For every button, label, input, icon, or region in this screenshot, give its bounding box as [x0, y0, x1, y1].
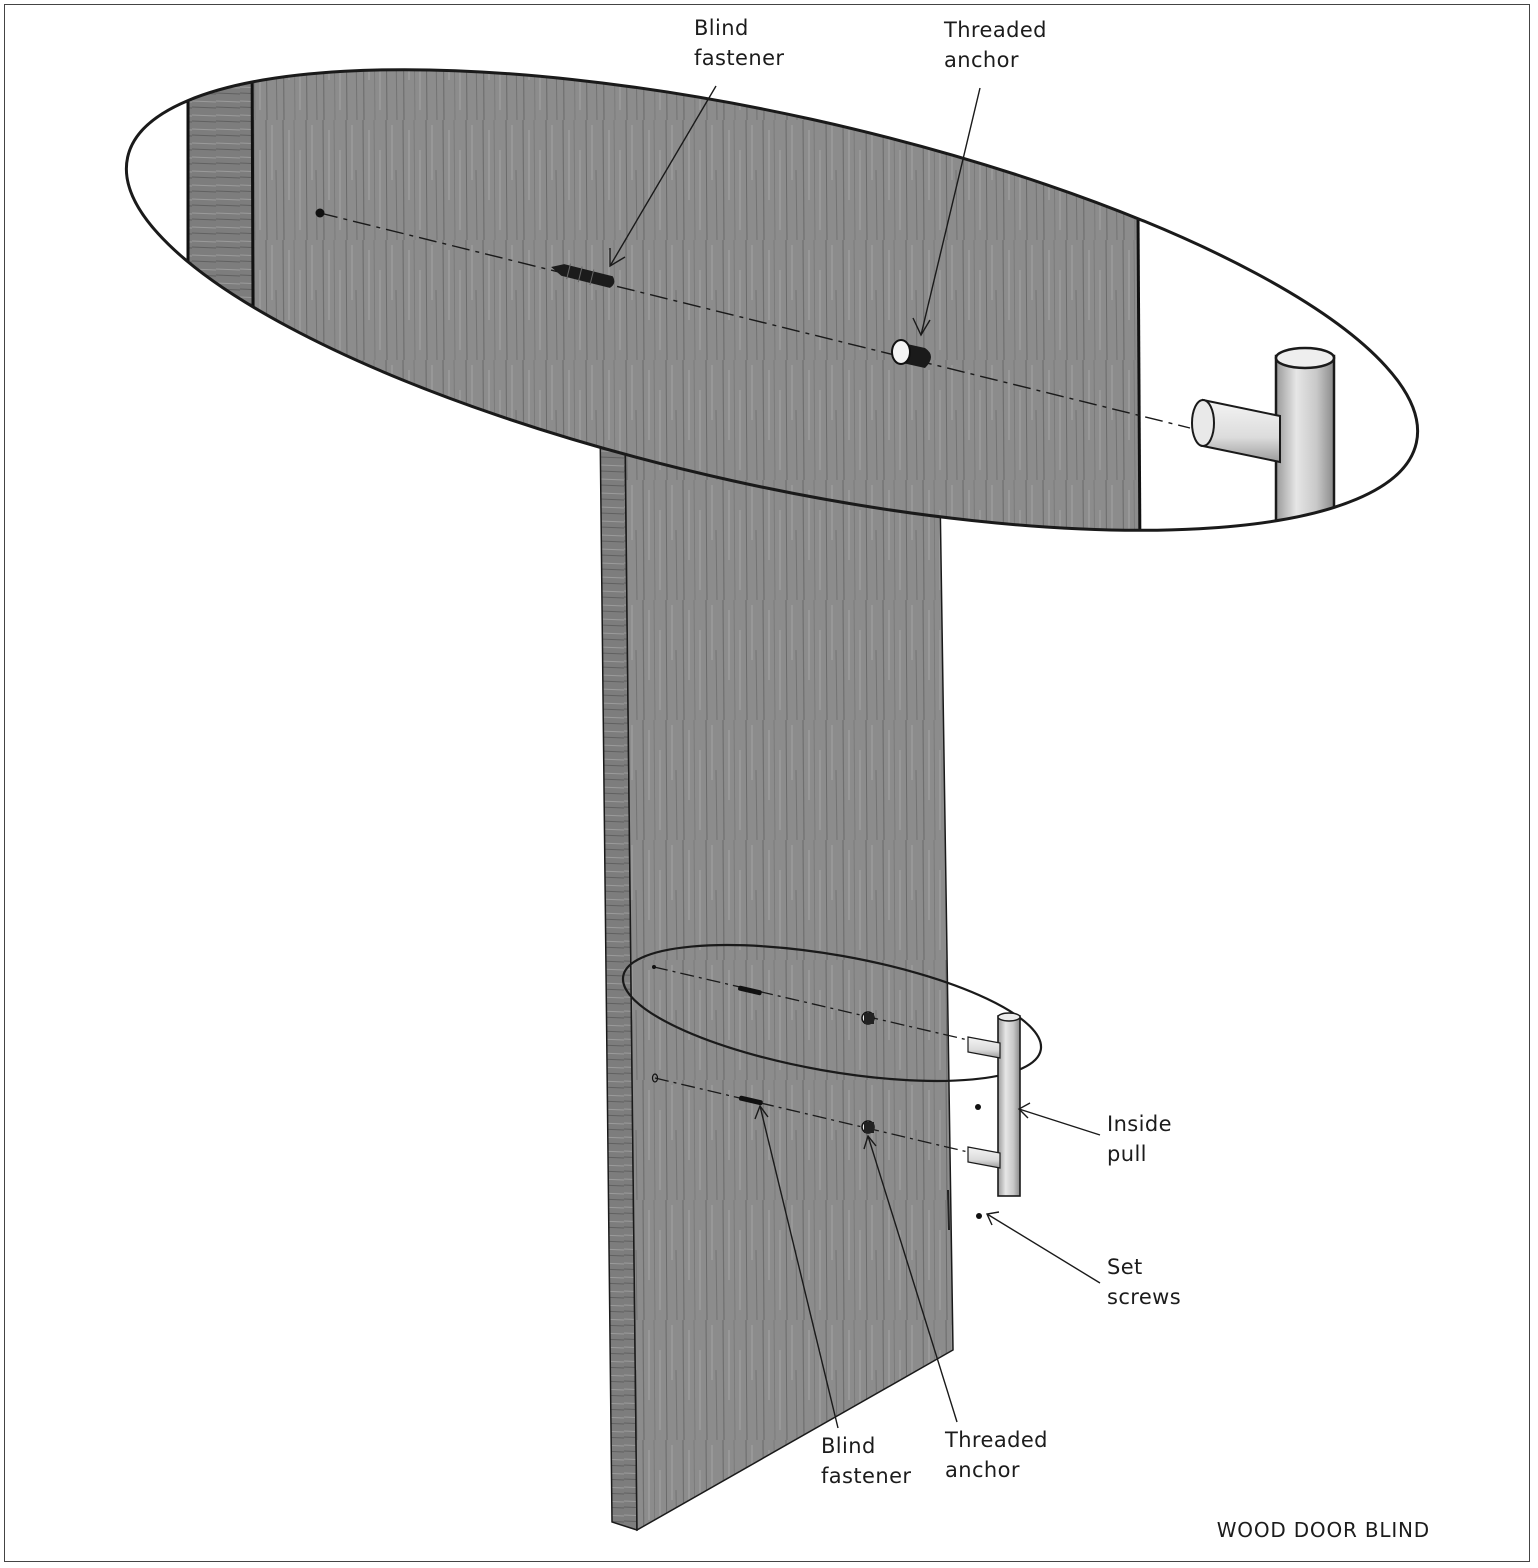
label-set-screws: Set screws [1107, 1252, 1181, 1312]
leader-lower-blind-fastener [754, 1104, 839, 1429]
threaded-anchor-small [861, 1011, 875, 1025]
detail-ellipse-outline [124, 68, 1420, 532]
detail-centerline [319, 212, 1191, 429]
pilot-hole [651, 1073, 659, 1083]
label-line: Threaded [945, 1428, 1048, 1452]
set-screw [975, 1104, 981, 1110]
label-detail-threaded-anchor: Threaded anchor [944, 15, 1047, 75]
label-inside-pull: Inside pull [1107, 1109, 1172, 1169]
leader-detail-blind-fastener [609, 85, 717, 268]
label-line: fastener [694, 46, 785, 70]
detail-callout-ellipse [621, 943, 1043, 1083]
leader-lower-threaded-anchor [863, 1134, 958, 1423]
label-line: Blind [821, 1434, 876, 1458]
label-detail-blind-fastener: Blind fastener [694, 13, 784, 73]
leader-set-screws [985, 1211, 1101, 1284]
set-screw [976, 1213, 982, 1219]
lower-assembly [621, 943, 1043, 1219]
label-line: anchor [945, 1458, 1020, 1482]
label-line: Set [1107, 1255, 1143, 1279]
blind-fastener-small [738, 985, 762, 996]
inside-pull-small [967, 1012, 1021, 1197]
detail-threaded-anchor [891, 339, 931, 368]
label-line: pull [1107, 1142, 1147, 1166]
detail-blind-fastener [551, 263, 615, 288]
door-face [624, 429, 954, 1532]
detail-pilot-hole [315, 208, 325, 218]
label-line: Blind [694, 16, 749, 40]
label-line: anchor [944, 48, 1019, 72]
leader-lines [609, 85, 1101, 1429]
door-latch-mark [947, 1189, 950, 1231]
label-line: Threaded [944, 18, 1047, 42]
label-lower-threaded-anchor: Threaded anchor [945, 1425, 1048, 1485]
label-line: Inside [1107, 1112, 1172, 1136]
label-line: fastener [821, 1464, 912, 1488]
leader-inside-pull [1017, 1102, 1101, 1136]
diagram-title: WOOD DOOR BLIND [1216, 1518, 1430, 1542]
blind-fastener-small [739, 1095, 763, 1106]
threaded-anchor-small [861, 1120, 875, 1134]
label-lower-blind-fastener: Blind fastener [821, 1431, 911, 1491]
door-panel [599, 418, 954, 1532]
pilot-hole [652, 965, 656, 969]
label-line: screws [1107, 1285, 1182, 1309]
leader-detail-threaded-anchor [912, 87, 981, 337]
